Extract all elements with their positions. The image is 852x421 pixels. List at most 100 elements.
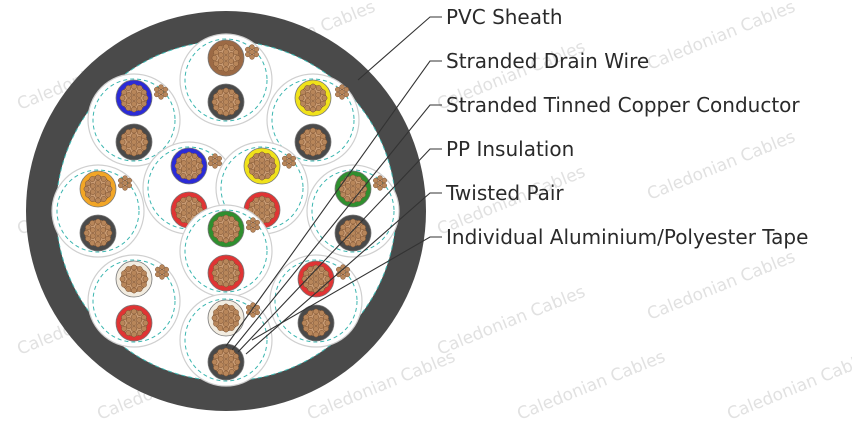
copper-strand: [270, 207, 277, 213]
conductor-red: [207, 254, 245, 292]
copper-strand: [223, 270, 229, 276]
drain-strand: [155, 266, 161, 273]
copper-strand: [141, 133, 147, 140]
twisted-pair: [179, 293, 273, 387]
drain-strand: [344, 271, 350, 278]
drain-strand: [250, 217, 256, 223]
twisted-pair: [266, 73, 360, 167]
drain-strand: [122, 175, 128, 181]
copper-strand: [355, 220, 362, 226]
copper-strand: [360, 235, 366, 242]
conductor-black: [207, 343, 245, 381]
copper-strand: [100, 189, 107, 195]
copper-strand: [142, 320, 149, 326]
copper-strand: [217, 369, 224, 375]
copper-strand: [300, 100, 306, 107]
copper-strand: [125, 92, 132, 98]
copper-strand: [310, 139, 316, 145]
copper-strand: [355, 240, 362, 246]
copper-strand: [223, 237, 229, 244]
copper-strand: [105, 224, 111, 231]
copper-strand: [125, 98, 132, 104]
copper-strand: [223, 347, 229, 354]
drain-strand: [126, 182, 132, 189]
copper-strand: [125, 149, 132, 155]
copper-strand: [100, 220, 107, 226]
copper-strand: [217, 89, 224, 95]
copper-strand: [360, 224, 366, 231]
drain-strand: [208, 155, 214, 162]
copper-strand: [301, 320, 308, 326]
copper-strand: [313, 276, 319, 282]
copper-strand: [131, 308, 137, 315]
conductor-blue: [115, 79, 153, 117]
leader-line: [237, 148, 442, 353]
copper-strand: [217, 280, 224, 286]
copper-strand: [217, 318, 224, 324]
copper-strand: [264, 217, 271, 223]
watermark-text: Caledonian Cables: [644, 127, 798, 205]
copper-strand: [324, 276, 331, 282]
copper-strand: [197, 163, 204, 169]
copper-strand: [350, 186, 356, 192]
copper-strand: [121, 100, 127, 107]
copper-strand: [228, 109, 235, 115]
leader-line: [231, 104, 442, 351]
copper-strand: [259, 195, 265, 202]
copper-strand: [318, 317, 325, 323]
copper-strand: [269, 212, 275, 219]
drain-strand: [343, 86, 349, 93]
copper-strand: [142, 276, 149, 282]
copper-strand: [95, 186, 101, 192]
copper-strand: [119, 139, 126, 145]
aluminium-polyester-tape: [56, 169, 140, 253]
copper-strand: [298, 139, 305, 145]
copper-strand: [249, 168, 255, 175]
copper-strand: [191, 204, 198, 210]
copper-strand: [318, 273, 325, 279]
copper-strand: [234, 315, 241, 321]
copper-strand: [217, 260, 224, 266]
copper-strand: [223, 220, 229, 226]
copper-strand: [253, 153, 260, 159]
copper-strand: [89, 233, 96, 239]
drain-strand: [339, 94, 345, 100]
drain-strand: [118, 182, 124, 189]
pair-outline: [179, 293, 273, 387]
copper-strand: [142, 95, 149, 101]
copper-strand: [223, 309, 229, 315]
conductor-orange: [79, 170, 117, 208]
copper-strand: [223, 258, 229, 265]
drain-strand: [254, 219, 260, 226]
copper-strand: [121, 144, 127, 151]
twisted-pair: [179, 204, 273, 298]
copper-strand: [223, 365, 229, 371]
copper-strand: [131, 314, 137, 320]
drain-strand: [336, 266, 342, 273]
copper-strand: [264, 197, 271, 203]
copper-strand: [89, 183, 96, 189]
copper-strand: [264, 153, 271, 159]
drain-strand: [246, 224, 252, 231]
copper-strand: [121, 133, 127, 140]
copper-strand: [233, 309, 239, 316]
copper-strand: [350, 218, 356, 225]
copper-strand: [233, 353, 239, 360]
copper-strand: [125, 310, 132, 316]
copper-strand: [176, 212, 182, 219]
copper-strand: [223, 321, 229, 327]
copper-strand: [315, 136, 322, 142]
copper-strand: [213, 49, 219, 56]
copper-strand: [253, 197, 260, 203]
copper-strand: [136, 149, 143, 155]
copper-strand: [131, 276, 137, 282]
aluminium-polyester-tape: [184, 209, 268, 293]
drain-strand: [377, 175, 383, 181]
copper-strand: [125, 323, 132, 329]
copper-strand: [259, 201, 265, 207]
drain-strand: [245, 46, 251, 53]
copper-strand: [217, 236, 224, 242]
drain-strand: [335, 86, 341, 93]
copper-strand: [131, 287, 137, 294]
copper-strand: [313, 282, 319, 288]
